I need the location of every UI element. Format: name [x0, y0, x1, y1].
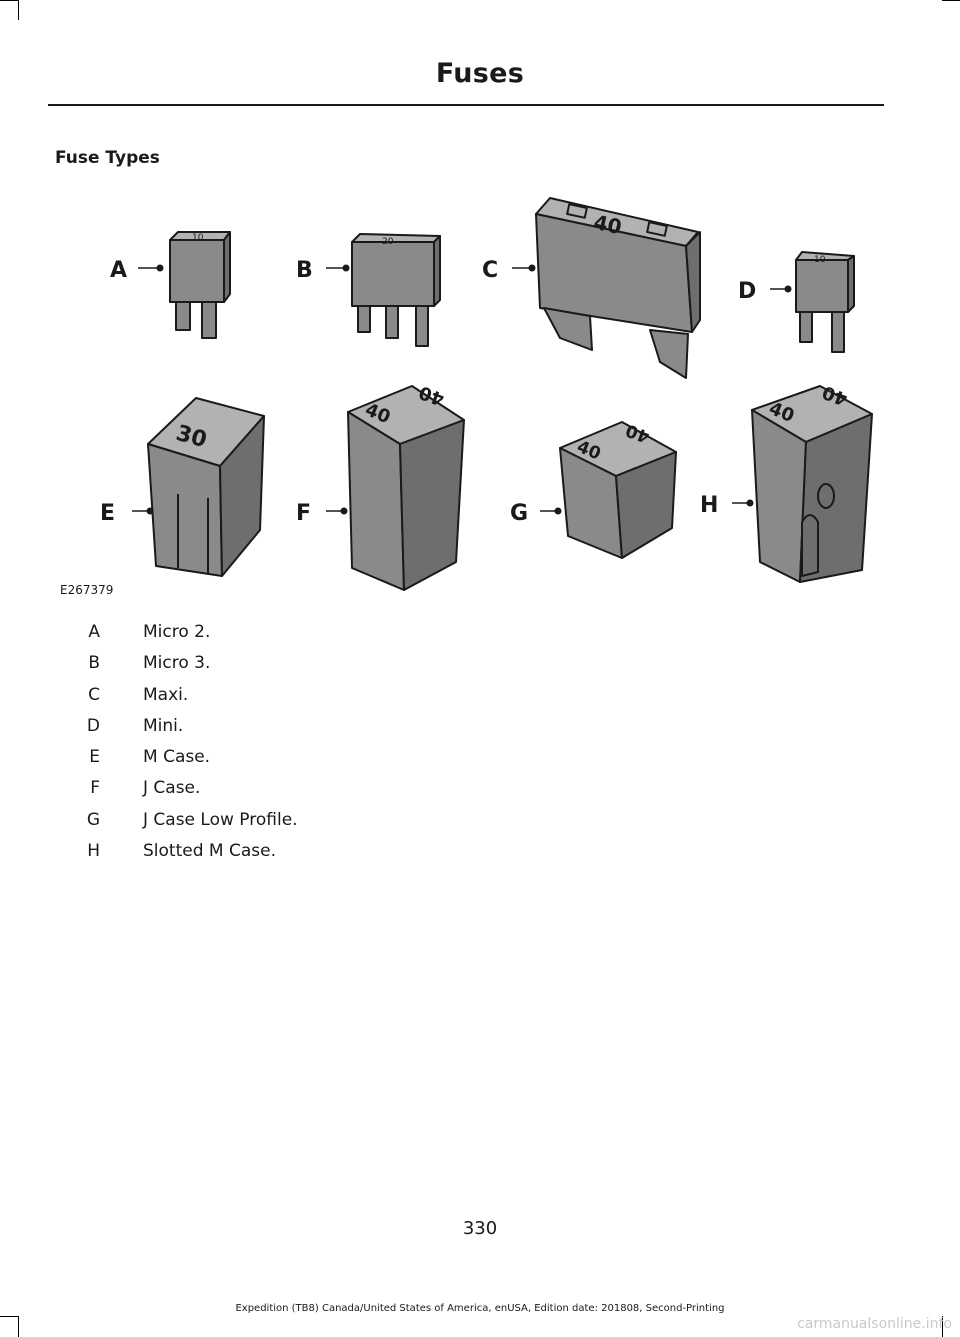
- callout-f: F: [296, 501, 348, 526]
- legend-text: Mini.: [143, 715, 184, 736]
- legend-text: Slotted M Case.: [143, 841, 276, 862]
- svg-text:B: B: [296, 258, 313, 283]
- crop-mark: [18, 0, 19, 20]
- legend-key: C: [88, 684, 100, 705]
- legend-text: M Case.: [143, 747, 211, 768]
- fuse-types-figure: 10 20 40: [60, 190, 900, 602]
- legend-text: Micro 3.: [143, 653, 211, 674]
- rating-label-c: 40: [592, 210, 624, 239]
- callout-e: E: [100, 501, 154, 526]
- page-title: Fuses: [435, 58, 525, 89]
- legend-key: A: [88, 622, 100, 642]
- legend-text: Micro 2.: [143, 622, 211, 642]
- watermark: carmanualsonline.info: [797, 1316, 952, 1332]
- legend-text: J Case.: [143, 778, 201, 799]
- crop-mark: [0, 0, 18, 1]
- fuse-slotted-m-case-illustration: 40 40: [751, 381, 873, 583]
- fuse-m-case-illustration: 30: [147, 397, 265, 577]
- callout-b: B: [296, 258, 350, 283]
- figure-id: E267379: [60, 583, 113, 597]
- fuse-mini-illustration: 10: [795, 251, 855, 353]
- callout-a: A: [110, 258, 164, 283]
- crop-mark: [942, 1316, 943, 1337]
- header-divider: [48, 104, 884, 106]
- rating-label-b: 20: [382, 237, 394, 247]
- crop-mark: [18, 1316, 19, 1337]
- legend-key: D: [86, 715, 100, 736]
- svg-text:E: E: [100, 501, 115, 526]
- svg-text:D: D: [738, 279, 756, 304]
- footer-text: Expedition (TB8) Canada/United States of…: [235, 1303, 725, 1314]
- legend-text: J Case Low Profile.: [143, 809, 298, 830]
- page-number: 330: [462, 1218, 498, 1239]
- legend-key: F: [90, 778, 100, 799]
- section-title: Fuse Types: [55, 148, 160, 168]
- svg-text:A: A: [110, 258, 127, 283]
- rating-label-a: 10: [192, 233, 204, 243]
- svg-text:C: C: [482, 258, 498, 283]
- legend-key: G: [86, 809, 100, 830]
- fuse-micro2-illustration: 10: [169, 231, 231, 339]
- fuse-j-case-illustration: 40 40: [347, 381, 465, 591]
- fuse-maxi-illustration: 40: [535, 197, 701, 379]
- legend-text: Maxi.: [143, 684, 189, 705]
- callout-g: G: [510, 501, 562, 526]
- callout-d: D: [738, 279, 792, 304]
- legend-key: H: [87, 841, 100, 862]
- crop-mark: [942, 0, 960, 1]
- rating-label-d: 10: [814, 255, 826, 265]
- callout-h: H: [700, 493, 754, 518]
- legend-key: B: [88, 653, 100, 674]
- callout-c: C: [482, 258, 536, 283]
- svg-text:G: G: [510, 501, 528, 526]
- crop-mark: [0, 1316, 18, 1317]
- fuse-micro3-illustration: 20: [351, 233, 441, 347]
- svg-text:F: F: [296, 501, 311, 526]
- fuse-j-case-low-profile-illustration: 40 40: [559, 419, 677, 559]
- svg-text:H: H: [700, 493, 718, 518]
- legend-key: E: [89, 747, 100, 768]
